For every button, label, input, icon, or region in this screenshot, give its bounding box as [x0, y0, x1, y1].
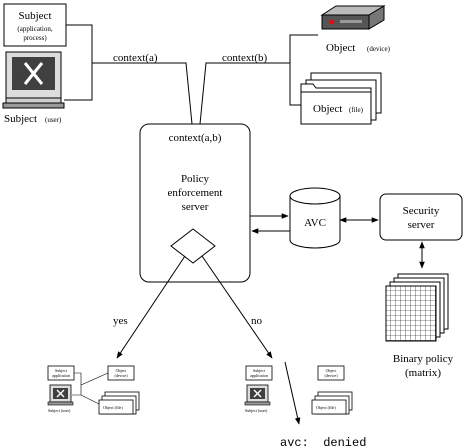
mini-denied-app-box [245, 365, 273, 381]
mini-denied-monitor-icon [244, 384, 271, 406]
mini-allowed-app-line-2: application [52, 373, 70, 378]
mini-allowed-device-line-2: (device) [114, 373, 128, 378]
binary-policy-line-1: Binary policy [393, 353, 454, 365]
mini-allowed-app-line-1: Subject [55, 368, 68, 373]
no-arrow [201, 255, 273, 359]
folder-stack-icon [300, 72, 382, 125]
subject-application-node: Subject (application, process) [3, 3, 67, 47]
yes-arrow [116, 255, 186, 359]
mini-allowed-device-line-1: Object [116, 368, 128, 373]
mini-allowed-user-label: Subject (user) [48, 408, 71, 413]
denied-arrow [284, 361, 301, 425]
avc-cylinder-body [289, 196, 341, 249]
security-server-line-1: Security [403, 205, 440, 217]
binary-policy-line-2: (matrix) [405, 367, 441, 379]
security-server-line-2: server [408, 219, 435, 231]
context-b-label: context(b) [222, 52, 268, 64]
object-device-node: Object (device) [320, 5, 391, 54]
computer-monitor-icon [2, 51, 65, 109]
policy-enforcement-server-box [139, 123, 251, 283]
mini-denied-user-label: Subject (user) [245, 408, 268, 413]
mini-denied-folder-icon [311, 391, 353, 415]
subject-user-label: Subject [4, 113, 37, 125]
subject-application-box [3, 3, 67, 47]
mini-denied-device-line-2: (device) [324, 373, 338, 378]
policy-enforcement-server-node: context(a,b) Policy enforcement server [139, 123, 251, 283]
mini-denied-device-box [317, 365, 345, 381]
pep-context-label: context(a,b) [169, 132, 222, 144]
pep-line-1: Policy [181, 173, 210, 185]
object-file-node: Object (file) [300, 72, 382, 125]
subject-user-node: Subject (user) [2, 51, 65, 125]
pep-line-2: enforcement [168, 187, 223, 199]
object-file-label: Object [313, 103, 342, 115]
yes-label: yes [113, 315, 128, 327]
object-device-paren: (device) [367, 45, 391, 53]
avc-cylinder-top [289, 187, 341, 205]
context-a-label: context(a) [113, 52, 158, 64]
mini-denied-scene: Subject application Subject (user) Objec… [244, 361, 353, 425]
subject-connector [64, 24, 93, 101]
device-icon [320, 5, 386, 30]
avc-node: AVC [289, 187, 341, 249]
pep-line-3: server [182, 201, 209, 213]
policy-matrix-icon [385, 273, 449, 342]
mini-allowed-folder-icon [98, 391, 140, 415]
subject-application-paren-1: (application, [17, 25, 52, 33]
subject-application-label: Subject [19, 10, 52, 22]
security-server-box [379, 193, 463, 241]
binary-policy-node: Binary policy (matrix) [385, 273, 454, 379]
mini-allowed-device-link [80, 372, 109, 386]
mini-denied-app-line-1: Subject [253, 368, 266, 373]
mini-denied-app-line-2: application [250, 373, 268, 378]
decision-diamond [170, 228, 216, 264]
no-label: no [251, 315, 263, 327]
avc-label: AVC [304, 217, 326, 229]
context-a-line [92, 62, 193, 125]
mini-denied-file-label: Object (file) [316, 405, 336, 410]
mini-denied-device-line-1: Object [326, 368, 338, 373]
mini-allowed-file-label: Object (file) [103, 405, 123, 410]
security-server-node: Security server [379, 193, 463, 241]
mini-allowed-scene: Subject application Subject (user) Objec… [47, 365, 140, 415]
mini-allowed-monitor-icon [47, 384, 74, 406]
context-b-line [199, 62, 290, 125]
subject-application-paren-2: process) [23, 34, 47, 42]
object-connector [289, 34, 318, 106]
mini-allowed-file-link [80, 394, 100, 405]
avc-denied-text: avc: denied [280, 436, 366, 448]
subject-user-paren: (user) [45, 116, 62, 124]
mini-allowed-subject-link [72, 372, 82, 396]
object-file-paren: (file) [349, 106, 364, 114]
object-device-label: Object [326, 42, 355, 54]
